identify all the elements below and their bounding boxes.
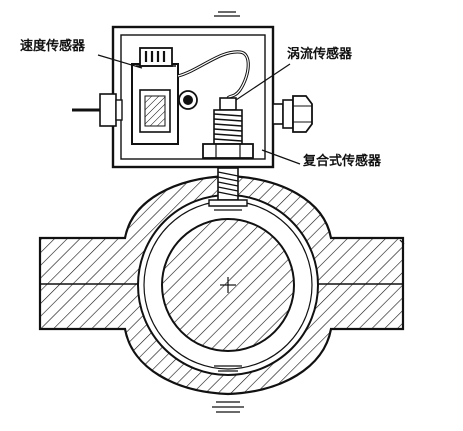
eddy-sensor-label: 涡流传感器 <box>287 47 353 62</box>
probe-thread <box>208 167 248 211</box>
leader-lines <box>97 54 301 165</box>
speed-sensor <box>131 47 198 145</box>
center-mark-top <box>214 11 240 17</box>
composite-sensor-label: 复合式传感器 <box>303 154 382 169</box>
mounting-bolt <box>272 95 313 133</box>
center-mark-bottom <box>212 365 244 413</box>
speed-sensor-rod <box>72 93 123 127</box>
shaft <box>161 218 295 352</box>
speed-sensor-label: 速度传感器 <box>20 39 86 54</box>
eddy-current-sensor <box>202 97 254 159</box>
